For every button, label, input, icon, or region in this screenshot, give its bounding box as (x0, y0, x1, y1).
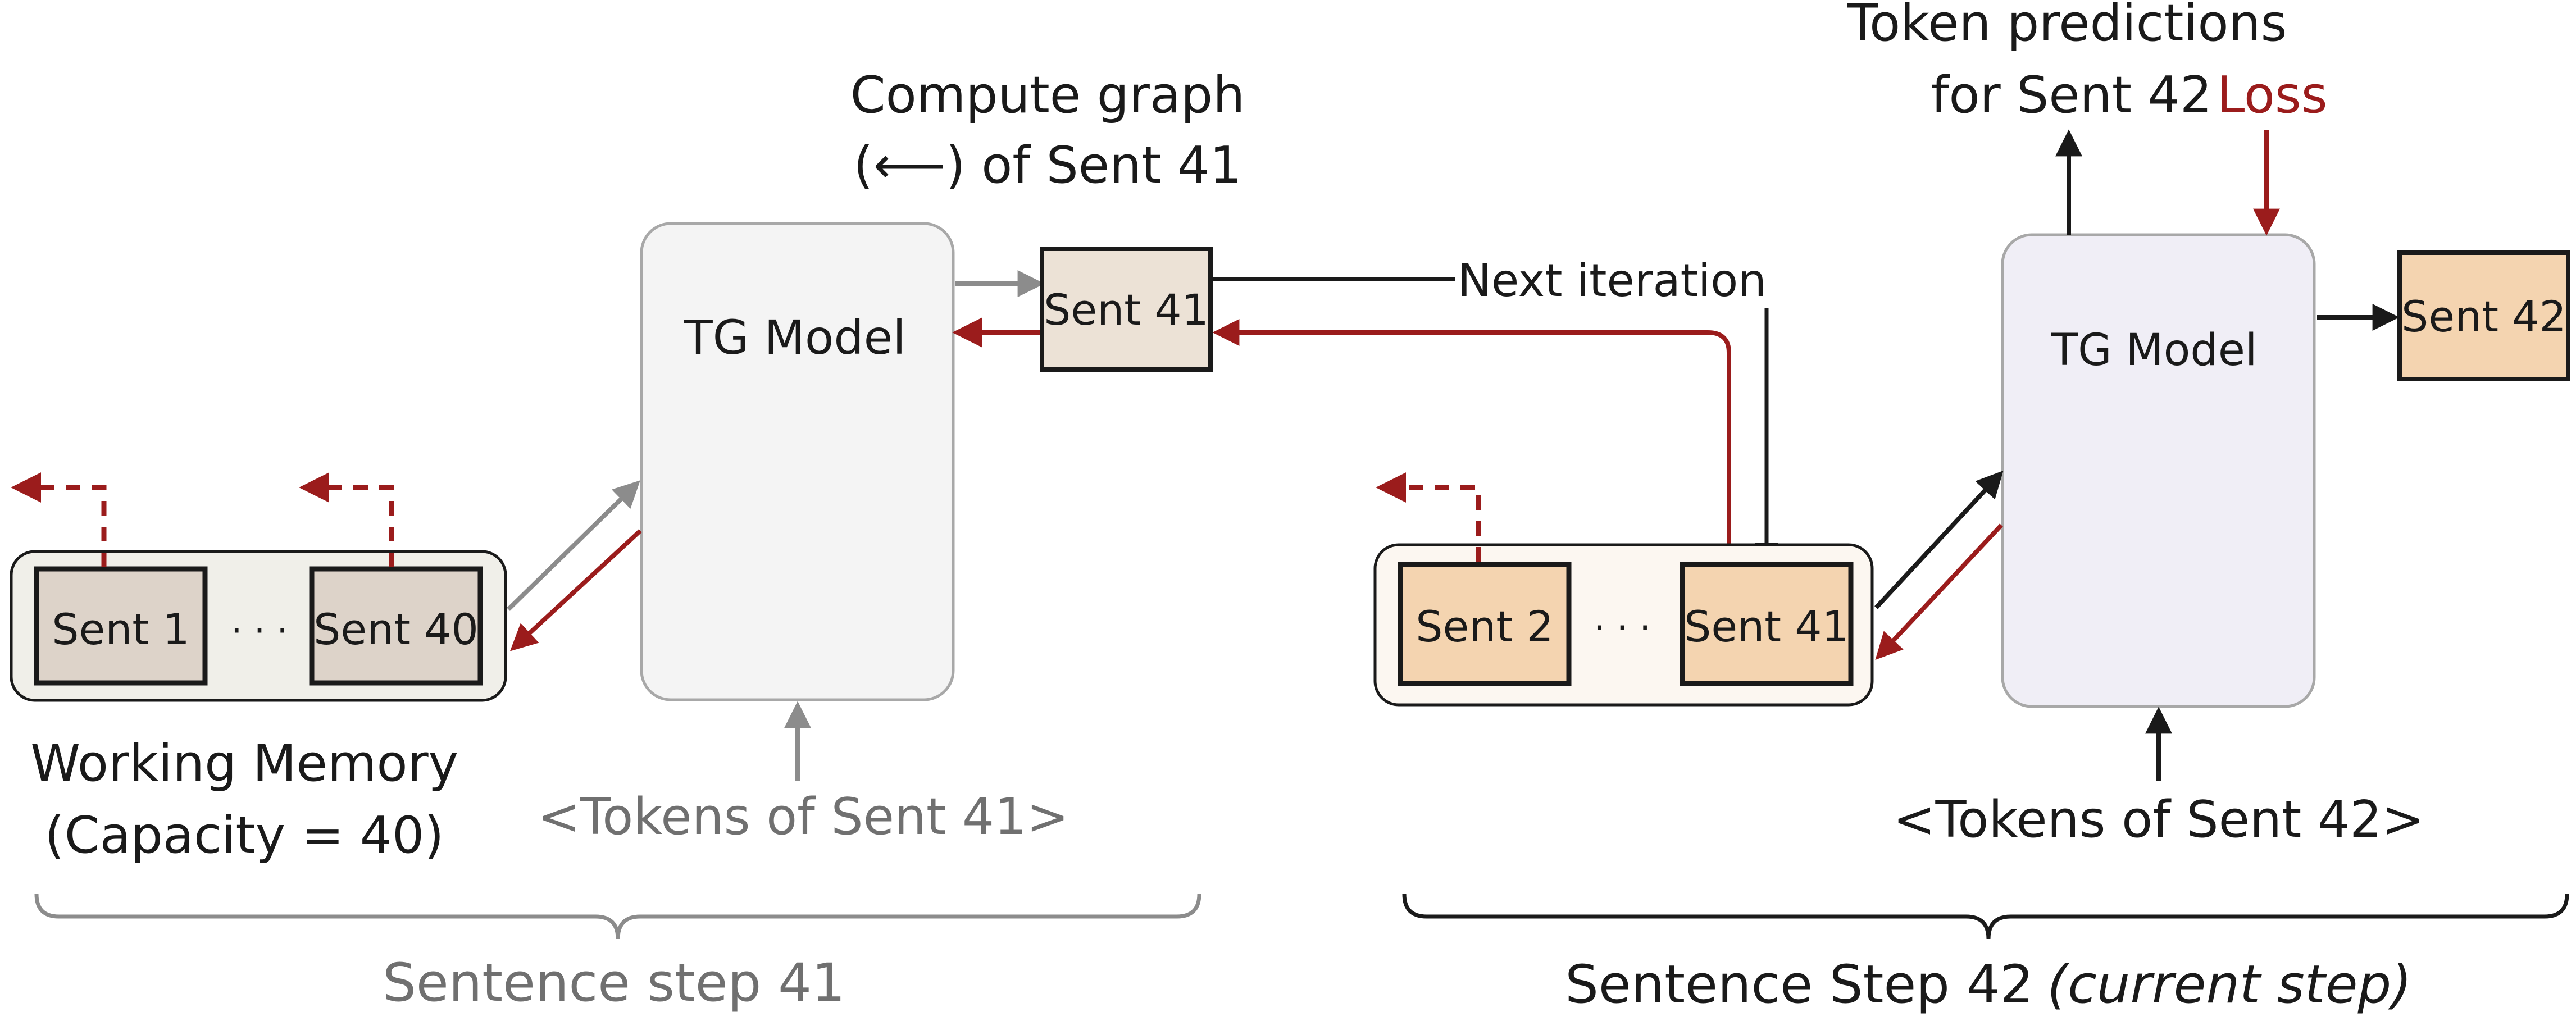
left-memory-item-sent40 (309, 566, 483, 686)
predictions-caption-line2: for Sent 42 (1931, 66, 2212, 125)
left-memory-item-sent40-label: Sent 40 (313, 604, 479, 654)
left-step-bracket (34, 894, 1201, 940)
left-memory-item-sent1 (34, 566, 208, 686)
left-tokens-label: <Tokens of Sent 41> (538, 787, 1069, 846)
left-output-sent41-label: Sent 41 (1044, 285, 1209, 335)
left-tg-model-box (640, 222, 955, 701)
predictions-caption-line1: Token predictions (1846, 0, 2287, 53)
right-evict-arrow-sent2 (1376, 472, 1481, 562)
right-output-sent42-label: Sent 42 (2401, 291, 2566, 341)
cross-step-gradient-arrow (1212, 319, 1731, 566)
left-memory-item-sent1-label: Sent 1 (52, 604, 189, 654)
loss-label: Loss (2217, 66, 2327, 125)
left-output-sent41-box (1040, 247, 1213, 372)
right-output-sent42-box (2397, 250, 2570, 381)
right-memory-ellipsis: · · · (1594, 608, 1651, 649)
right-memory-item-sent2 (1398, 562, 1572, 686)
left-evict-arrow-sent40 (299, 472, 394, 567)
right-step-label-note: (current step) (2047, 954, 2411, 1015)
right-tg-model-box (2001, 233, 2316, 708)
left-memory-to-model-arrow (507, 480, 640, 611)
right-memory-to-model-arrow (1874, 470, 2004, 609)
left-memory-title-line1: Working Memory (30, 734, 458, 793)
next-iteration-group: Next iteration (1212, 254, 1778, 567)
left-step-label: Sentence step 41 (383, 952, 845, 1014)
left-tg-model-label: TG Model (683, 310, 905, 365)
left-memory-ellipsis: · · · (231, 610, 288, 652)
right-step-group: Token predictions for Sent 42 Loss Sent … (1373, 0, 2570, 1015)
compute-graph-caption-line2: (⟵) of Sent 41 (853, 136, 1241, 195)
right-tokens-label: <Tokens of Sent 42> (1893, 790, 2424, 849)
right-step-label-main: Sentence Step 42 (1565, 954, 2033, 1015)
compute-graph-caption-line1: Compute graph (850, 66, 1245, 125)
right-memory-item-sent41-label: Sent 41 (1684, 601, 1849, 651)
right-model-to-memory-grad-arrow (1875, 523, 2003, 660)
right-step-label: Sentence Step 42(current step) (1565, 954, 2412, 1015)
right-memory-item-sent41 (1680, 562, 1854, 686)
right-memory-item-sent2-label: Sent 2 (1416, 601, 1553, 651)
right-tg-model-label: TG Model (2050, 325, 2257, 376)
left-step-group: Compute graph (⟵) of Sent 41 Sent 1 · · … (10, 66, 1245, 1014)
left-model-to-memory-grad-arrow (509, 529, 642, 651)
left-memory-title-line2: (Capacity = 40) (45, 806, 444, 865)
left-evict-arrow-sent1 (11, 472, 107, 567)
next-iteration-label: Next iteration (1458, 254, 1767, 307)
right-step-bracket (1402, 894, 2569, 940)
